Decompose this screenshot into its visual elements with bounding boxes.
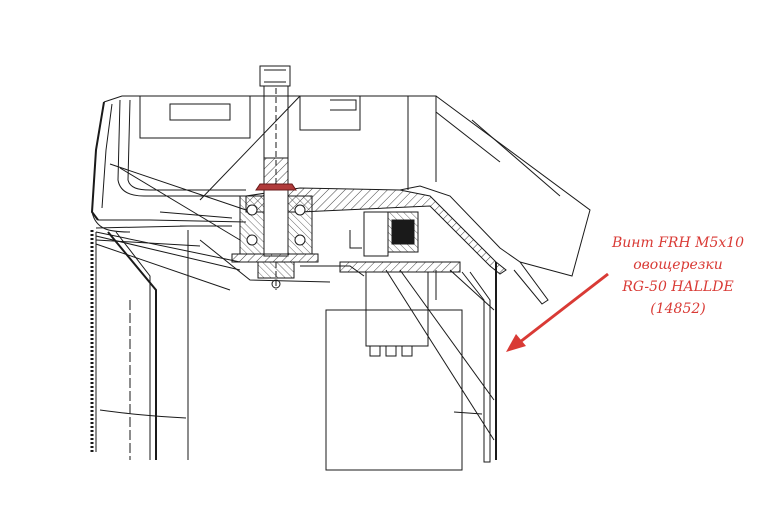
drive-shaft [259, 65, 291, 187]
bearing-assembly [231, 183, 319, 290]
bowl-left-wall [90, 99, 247, 233]
callout-arrow [506, 272, 609, 352]
callout-line-part-name: Винт FRH M5x10 [611, 235, 745, 251]
callout-line-device: овощерезки [633, 257, 723, 273]
serrated-blade [90, 230, 157, 460]
callout-line-part-number: (14852) [650, 301, 706, 317]
lid-housing [103, 95, 591, 277]
part-callout-label: Винт FRH M5x10 овощерезки RG-50 HALLDE (… [592, 232, 764, 320]
coupling-assembly [300, 211, 461, 277]
outer-housing [99, 230, 497, 471]
callout-line-model: RG-50 HALLDE [622, 279, 734, 295]
